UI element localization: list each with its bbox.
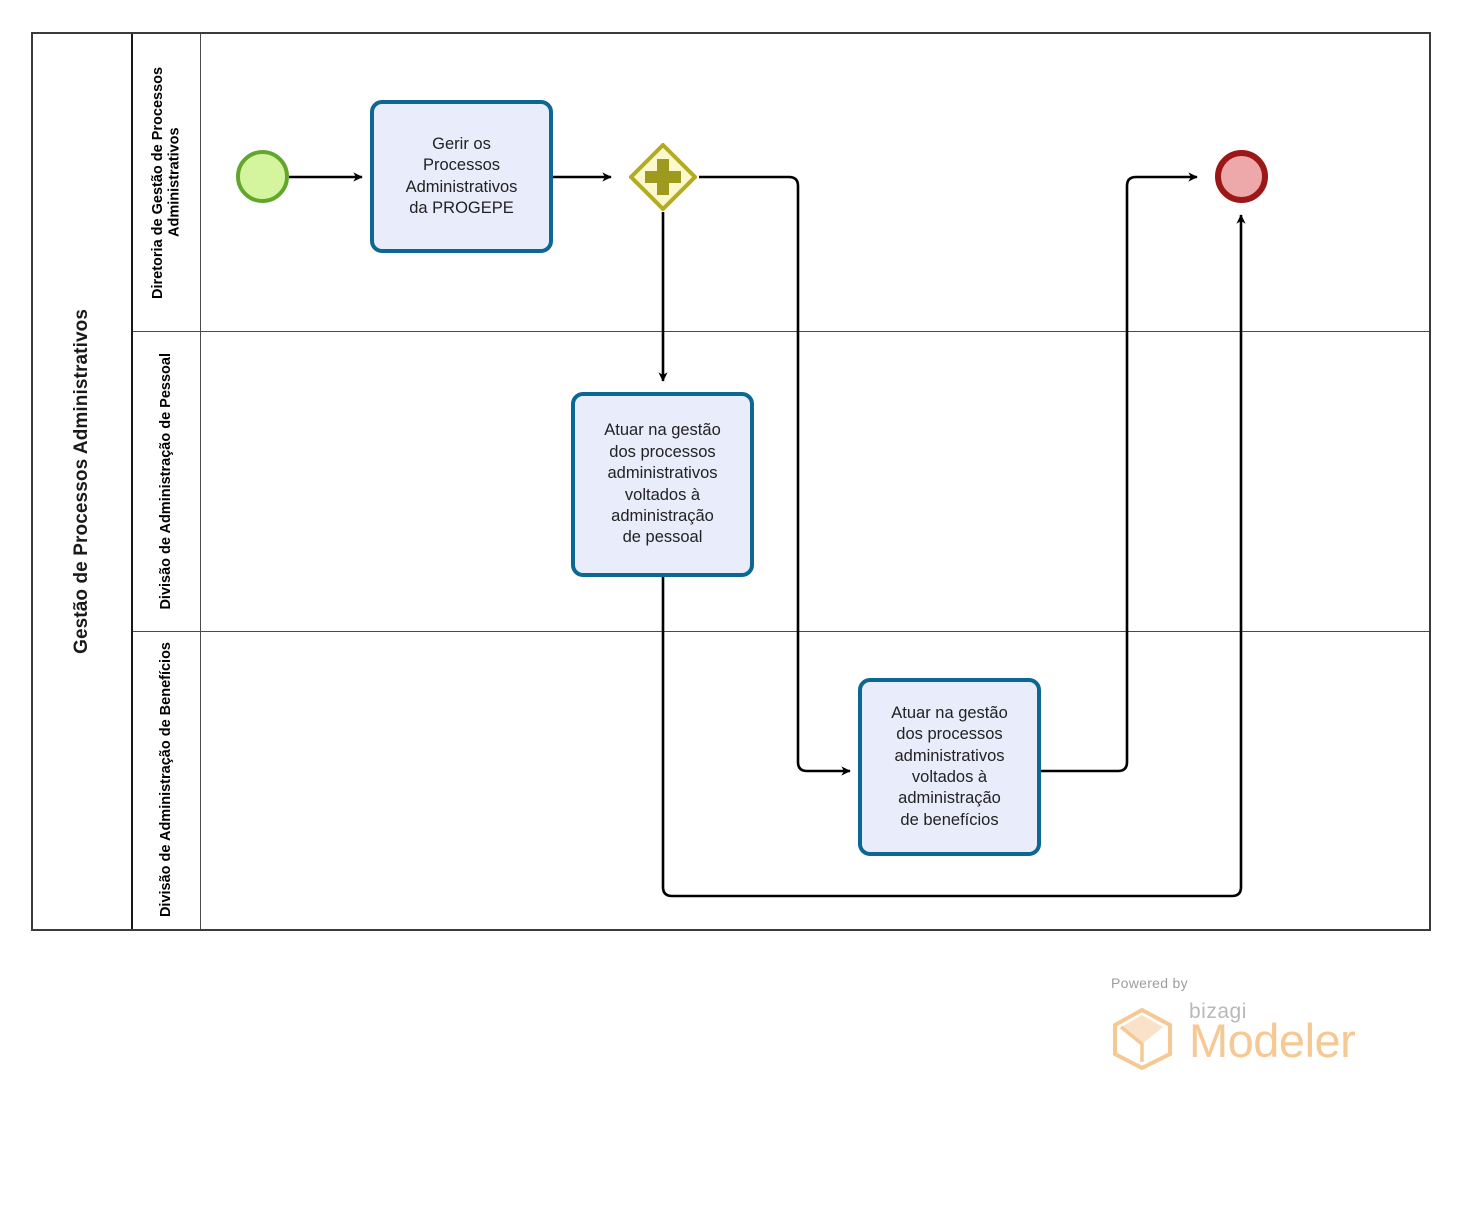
start-event[interactable] bbox=[236, 150, 289, 203]
lane-header-pessoal: Divisão de Administração de Pessoal bbox=[133, 331, 201, 631]
lane-diretoria: Diretoria de Gestão de Processos Adminis… bbox=[133, 34, 1429, 331]
bizagi-hexagon-icon bbox=[1113, 1007, 1172, 1071]
modeler-wordmark: Modeler bbox=[1189, 1014, 1356, 1067]
task-label: Atuar na gestão dos processos administra… bbox=[604, 421, 721, 547]
lane-pessoal: Divisão de Administração de Pessoal bbox=[133, 331, 1429, 631]
end-event[interactable] bbox=[1215, 150, 1268, 203]
task-gerir-os-processos-administrativos-da-progepe[interactable]: Gerir os Processos Administrativos da PR… bbox=[370, 100, 553, 253]
lane-container: Diretoria de Gestão de Processos Adminis… bbox=[133, 34, 1429, 929]
bizagi-wordmark: bizagi bbox=[1189, 1000, 1247, 1023]
parallel-gateway[interactable] bbox=[629, 143, 697, 211]
bizagi-watermark: Powered by bizagi Modeler bbox=[1105, 975, 1365, 1071]
lane-divider-2 bbox=[133, 631, 1429, 632]
task-atuar-gestao-administracao-de-beneficios[interactable]: Atuar na gestão dos processos administra… bbox=[858, 678, 1041, 856]
flow-gateway-to-task3 bbox=[699, 175, 851, 776]
powered-by-label: Powered by bbox=[1111, 975, 1188, 991]
flow-task3-to-end bbox=[1041, 172, 1198, 773]
plus-icon bbox=[645, 159, 681, 195]
pool-header: Gestão de Processos Administrativos bbox=[33, 34, 133, 929]
lane-header-beneficios: Divisão de Administração de Benefícios bbox=[133, 631, 201, 929]
lane-divider-1 bbox=[133, 331, 1429, 332]
lane-header-diretoria: Diretoria de Gestão de Processos Adminis… bbox=[133, 34, 201, 331]
flow-task2-to-end bbox=[661, 214, 1246, 898]
lane-beneficios: Divisão de Administração de Benefícios bbox=[133, 631, 1429, 929]
task-atuar-gestao-administracao-de-pessoal[interactable]: Atuar na gestão dos processos administra… bbox=[571, 392, 754, 577]
task-label: Atuar na gestão dos processos administra… bbox=[891, 703, 1008, 829]
task-label: Gerir os Processos Administrativos da PR… bbox=[405, 134, 518, 217]
